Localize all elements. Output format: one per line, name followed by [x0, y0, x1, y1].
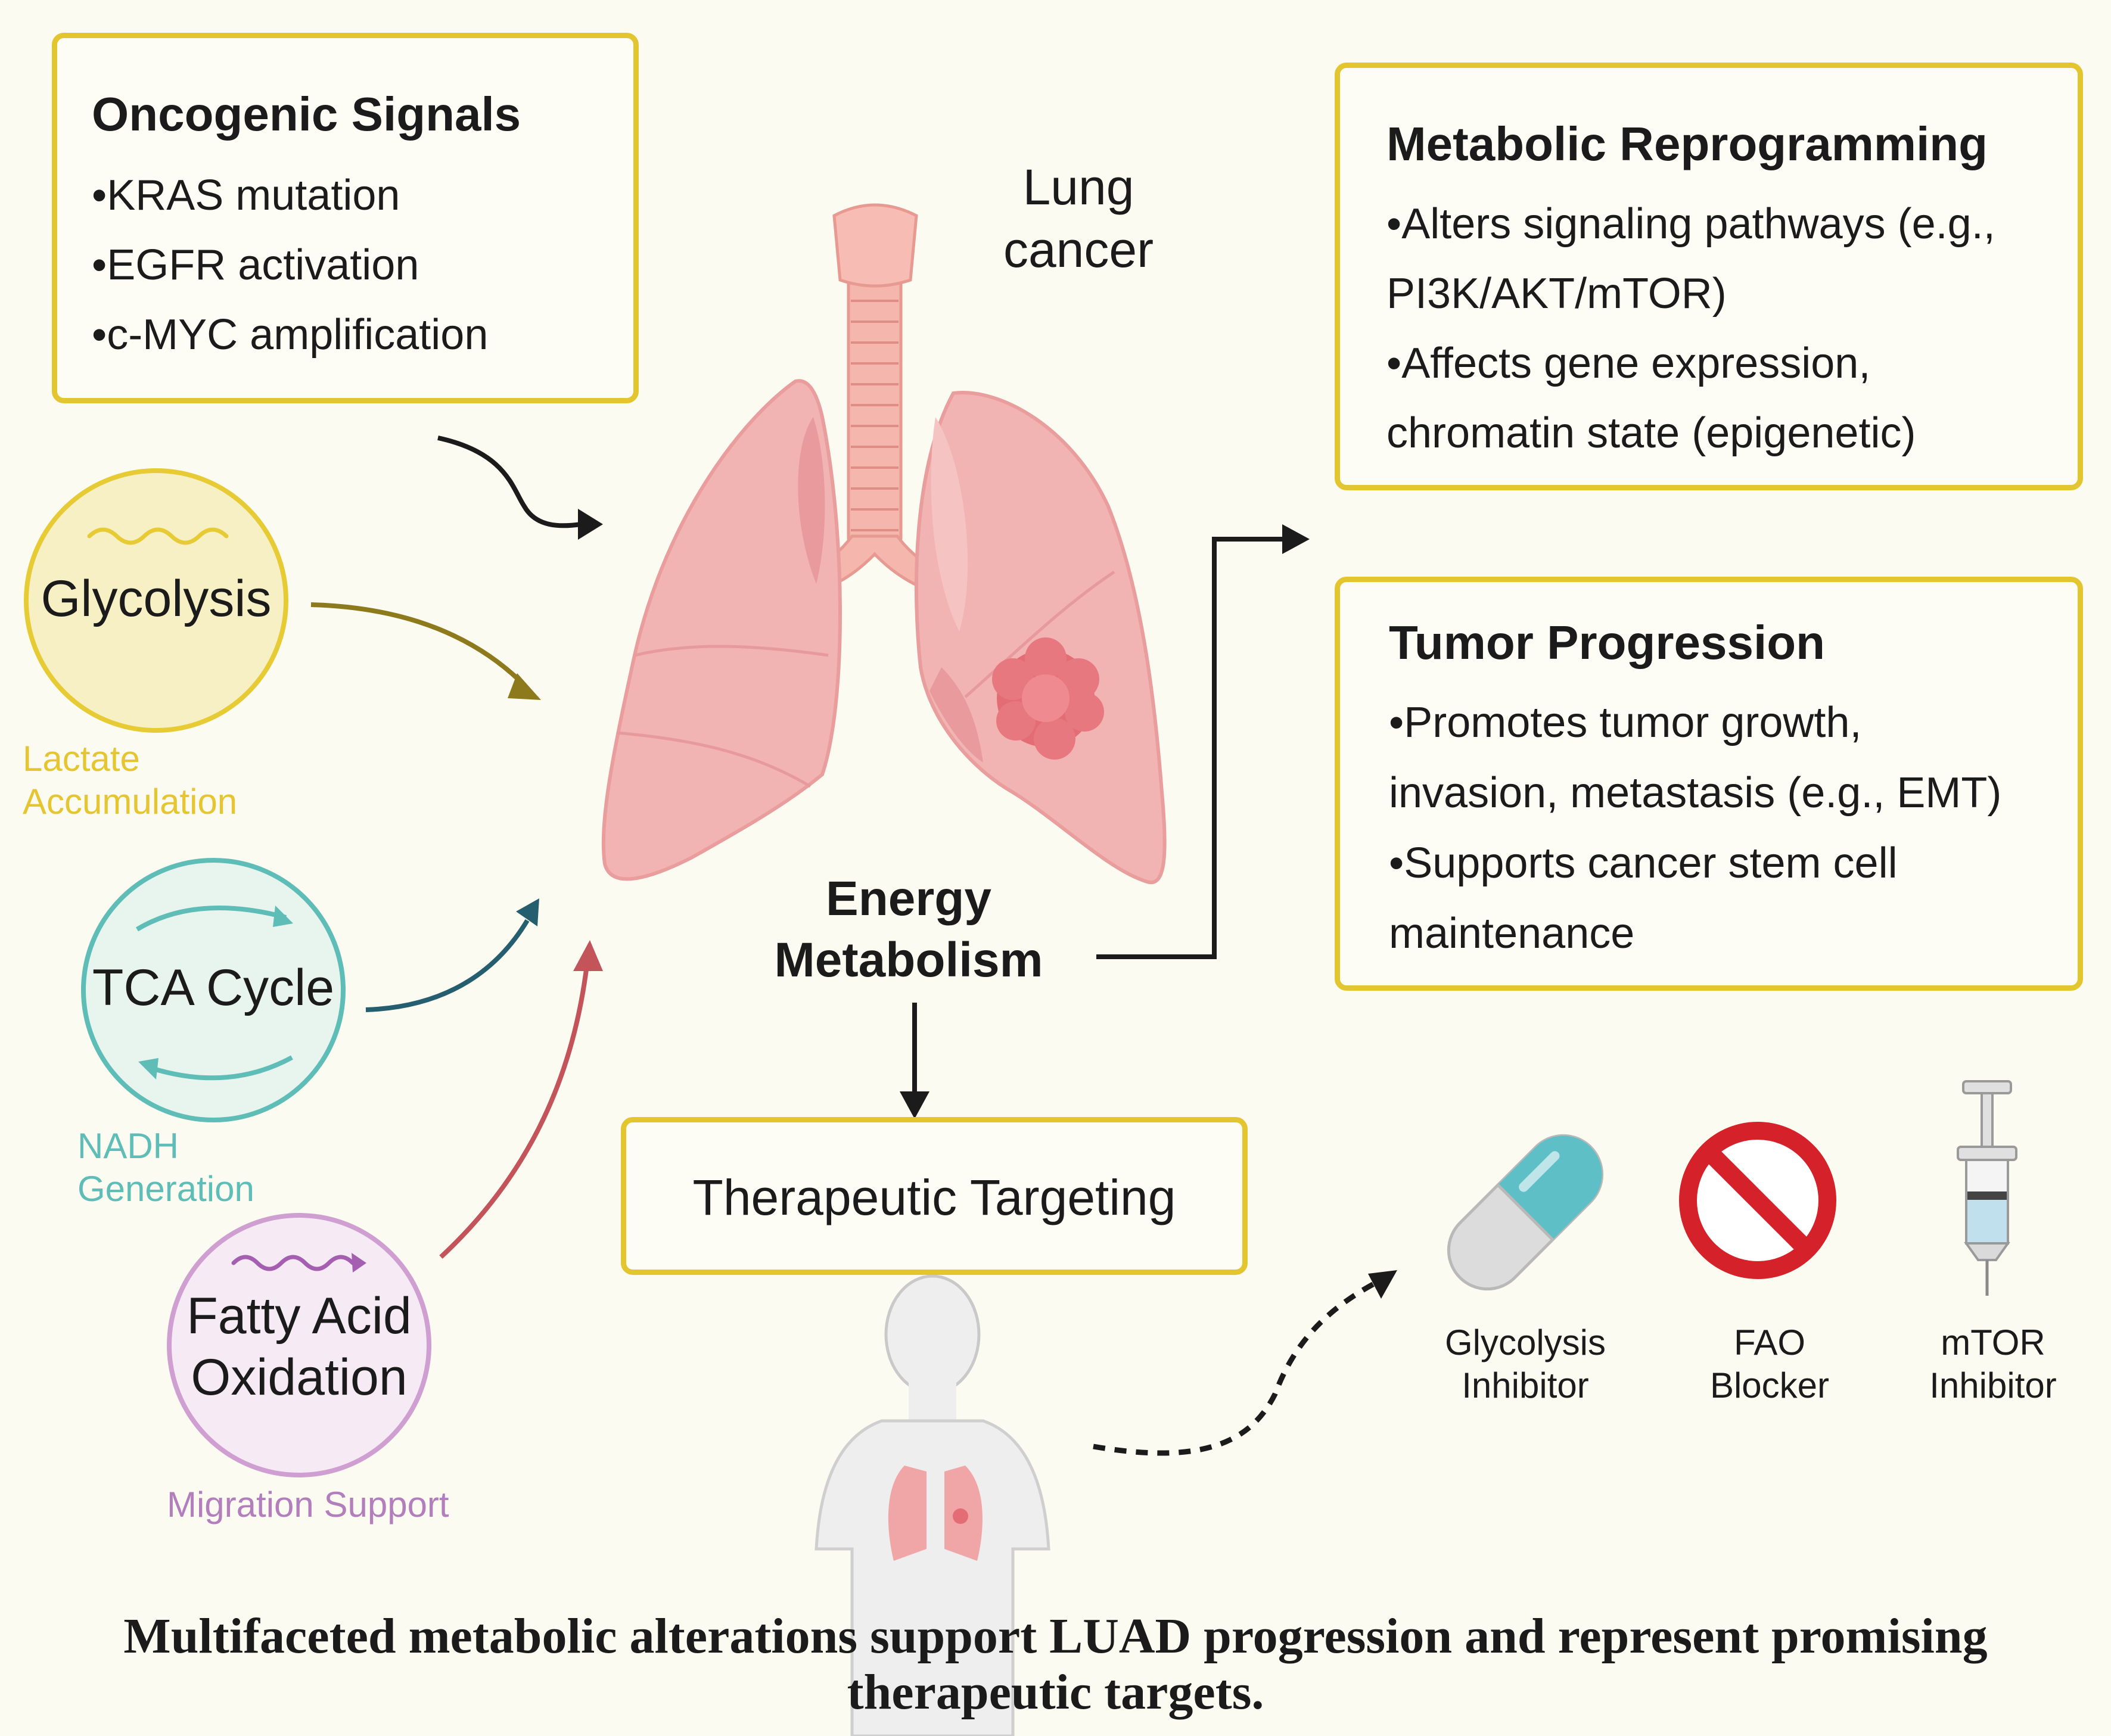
glycolysis-label: Glycolysis — [41, 570, 272, 627]
drug-label-line: Inhibitor — [1929, 1365, 2057, 1405]
energy-metabolism-label-line: Metabolism — [774, 932, 1043, 987]
glycolysis-arrowhead — [508, 673, 541, 700]
drug-label-line: FAO — [1733, 1323, 1806, 1362]
tumor-icon — [992, 637, 1104, 760]
fao-circle — [167, 1213, 431, 1477]
reprogramming-line: •Affects gene expression, — [1386, 340, 1871, 387]
tca-top-arrowhead — [273, 906, 293, 927]
tca-bottom-arrow-icon — [145, 1055, 293, 1081]
metabolic-reprogramming-box: Metabolic Reprogramming •Alters signalin… — [1335, 63, 2083, 490]
oncogenic-arrow — [437, 435, 582, 528]
metabolic-reprogramming-title: Metabolic Reprogramming — [1386, 117, 1988, 170]
drug-label-line: Glycolysis — [1444, 1323, 1606, 1362]
reprogramming-line: •Alters signaling pathways (e.g., — [1386, 200, 1995, 248]
oncogenic-item: •EGFR activation — [92, 241, 419, 289]
prohibition-icon — [1679, 1122, 1836, 1279]
tumor-progression-box: Tumor Progression •Promotes tumor growth… — [1335, 577, 2083, 991]
human-body-icon — [814, 1274, 1050, 1736]
drug-label-line: mTOR — [1941, 1323, 2045, 1362]
syringe-icon — [1957, 1080, 2017, 1296]
glycolysis-sublabel-line: Lactate — [23, 739, 140, 779]
lungs-illustration — [601, 203, 1167, 885]
oncogenic-signals-title: Oncogenic Signals — [92, 88, 521, 141]
lung-cancer-label: Lung cancer — [977, 156, 1180, 281]
energy-metabolism-label: Energy Metabolism — [730, 869, 1087, 991]
therapeutic-targeting-box: Therapeutic Targeting — [621, 1117, 1248, 1275]
fao-arrowhead — [573, 940, 603, 971]
glycolysis-wave-icon — [87, 527, 229, 545]
reprogramming-line: PI3K/AKT/mTOR) — [1386, 270, 1727, 318]
oncogenic-item: •KRAS mutation — [92, 172, 400, 219]
fao-label: Fatty Acid Oxidation — [168, 1286, 430, 1408]
fao-label-line: Oxidation — [191, 1349, 408, 1407]
dotted-arrowhead — [1368, 1270, 1397, 1299]
fao-wave-arrowhead — [352, 1253, 366, 1273]
fao-sublabel: Migration Support — [167, 1485, 449, 1525]
progression-line: invasion, metastasis (e.g., EMT) — [1389, 769, 2002, 817]
tca-sublabel: NADH Generation — [77, 1125, 254, 1211]
oncogenic-arrowhead — [578, 509, 603, 540]
progression-line: maintenance — [1389, 910, 1635, 957]
tca-arrow — [365, 919, 530, 1012]
progression-line: •Promotes tumor growth, — [1389, 699, 1862, 746]
energy-metabolism-label-line: Energy — [826, 872, 991, 926]
drug-label-line: Blocker — [1709, 1365, 1830, 1405]
oncogenic-item: •c-MYC amplification — [92, 311, 489, 359]
tca-top-arrow-icon — [135, 906, 287, 932]
caption-line: Multifaceted metabolic alterations suppo… — [123, 1609, 1988, 1664]
glycolysis-sublabel: Lactate Accumulation — [23, 738, 237, 823]
tca-sublabel-line: NADH — [77, 1126, 179, 1166]
progression-line: •Supports cancer stem cell — [1389, 839, 1898, 887]
tca-sublabel-line: Generation — [77, 1169, 254, 1209]
fao-label-line: Fatty Acid — [186, 1287, 412, 1345]
reprogramming-arrowhead — [1282, 524, 1310, 554]
dotted-arrow — [1093, 1278, 1381, 1456]
tumor-progression-title: Tumor Progression — [1389, 616, 1825, 669]
lung-cancer-label-line: cancer — [1003, 222, 1154, 278]
reprogramming-line: chromatin state (epigenetic) — [1386, 409, 1916, 457]
oncogenic-signals-box: Oncogenic Signals •KRAS mutation •EGFR a… — [52, 33, 639, 403]
lung-cancer-label-line: Lung — [1022, 159, 1134, 215]
capsule-icon — [1447, 1134, 1604, 1291]
glycolysis-arrow — [310, 602, 526, 687]
fao-wave-icon — [231, 1255, 355, 1271]
therapeutic-arrowhead — [900, 1091, 929, 1119]
drug-label-fao-blocker: FAO Blocker — [1650, 1321, 1889, 1407]
tca-arrowhead — [516, 898, 539, 926]
figure-caption: Multifaceted metabolic alterations suppo… — [0, 1609, 2111, 1721]
reprogramming-arrow — [1096, 537, 1287, 959]
therapeutic-targeting-label: Therapeutic Targeting — [692, 1169, 1176, 1225]
fao-arrow — [439, 965, 589, 1259]
caption-line: therapeutic targets. — [847, 1665, 1264, 1721]
tca-cycle-label: TCA Cycle — [92, 959, 335, 1016]
glycolysis-sublabel-line: Accumulation — [23, 782, 238, 822]
tca-bottom-arrowhead — [138, 1058, 158, 1079]
drug-label-line: Inhibitor — [1462, 1365, 1589, 1405]
drug-label-mtor-inhibitor: mTOR Inhibitor — [1874, 1321, 2111, 1407]
drug-label-glycolysis-inhibitor: Glycolysis Inhibitor — [1406, 1321, 1644, 1407]
